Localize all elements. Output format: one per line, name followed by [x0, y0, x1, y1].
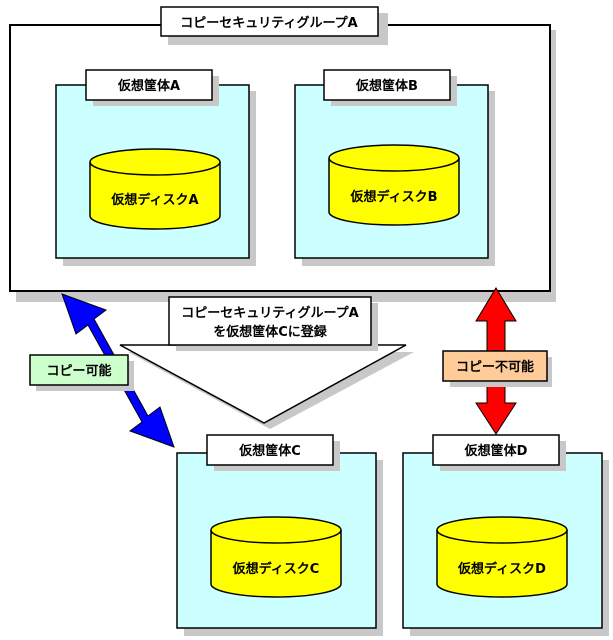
chassis-c-label: 仮想筐体C [238, 443, 301, 459]
chassis-a-label: 仮想筐体A [117, 78, 180, 94]
disk-d-label: 仮想ディスクD [457, 561, 546, 577]
copy-possible-label: コピー可能 [29, 354, 134, 391]
disk-a-label: 仮想ディスクA [110, 192, 198, 208]
chassis-c: 仮想筐体C 仮想ディスクC [176, 434, 383, 636]
register-arrow: コピーセキュリティグループA を仮想筐体Cに登録 [119, 296, 414, 429]
chassis-d-label: 仮想筐体D [464, 443, 528, 459]
register-note-line1: コピーセキュリティグループA [181, 305, 359, 321]
register-note-line2: を仮想筐体Cに登録 [213, 324, 328, 340]
virtual-disk-d: 仮想ディスクD [436, 516, 568, 598]
group-title: コピーセキュリティグループA [180, 15, 358, 31]
chassis-b: 仮想筐体B 仮想ディスクB [294, 69, 495, 266]
chassis-a: 仮想筐体A 仮想ディスクA [55, 69, 256, 266]
virtual-disk-c: 仮想ディスクC [210, 516, 342, 598]
virtual-disk-a: 仮想ディスクA [89, 148, 221, 230]
disk-b-label: 仮想ディスクB [350, 189, 438, 205]
copy-impossible-text: コピー不可能 [456, 359, 534, 375]
chassis-b-label: 仮想筐体B [355, 78, 418, 94]
disk-c-label: 仮想ディスクC [232, 561, 320, 577]
copy-impossible-label: コピー不可能 [442, 350, 552, 387]
virtual-disk-b: 仮想ディスクB [328, 144, 460, 226]
chassis-d: 仮想筐体D 仮想ディスクD [402, 434, 609, 636]
copy-possible-text: コピー可能 [46, 363, 111, 379]
